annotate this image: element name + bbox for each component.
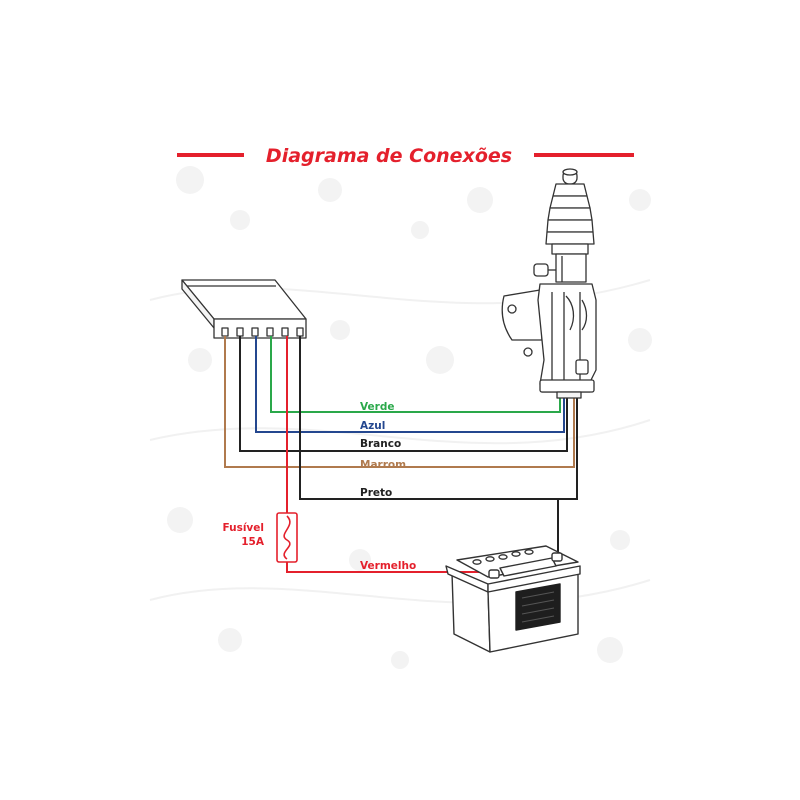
diagram-title: Diagrama de Conexões	[266, 145, 512, 167]
wire-branco	[239, 336, 568, 452]
label-marrom: Marrom	[360, 459, 406, 471]
door-lock-actuator-icon	[501, 168, 597, 399]
battery-label-stripes	[521, 591, 555, 623]
fuse-label-name: Fusível	[222, 522, 264, 534]
label-azul: Azul	[360, 420, 385, 432]
label-branco: Branco	[360, 438, 401, 450]
label-vermelho: Vermelho	[360, 560, 416, 572]
background-pattern	[167, 166, 652, 669]
fuse-icon	[276, 512, 298, 563]
battery-icon	[445, 545, 581, 653]
label-verde: Verde	[360, 401, 395, 413]
module-icon	[181, 279, 307, 339]
wire-preto	[299, 336, 578, 500]
fuse-label-rating: 15A	[241, 536, 265, 548]
wire-azul	[255, 336, 565, 433]
wire-vermelho-lower	[286, 562, 493, 573]
wires	[224, 336, 578, 573]
label-preto: Preto	[360, 487, 392, 499]
wire-verde	[270, 336, 561, 413]
wire-marrom	[224, 336, 575, 468]
